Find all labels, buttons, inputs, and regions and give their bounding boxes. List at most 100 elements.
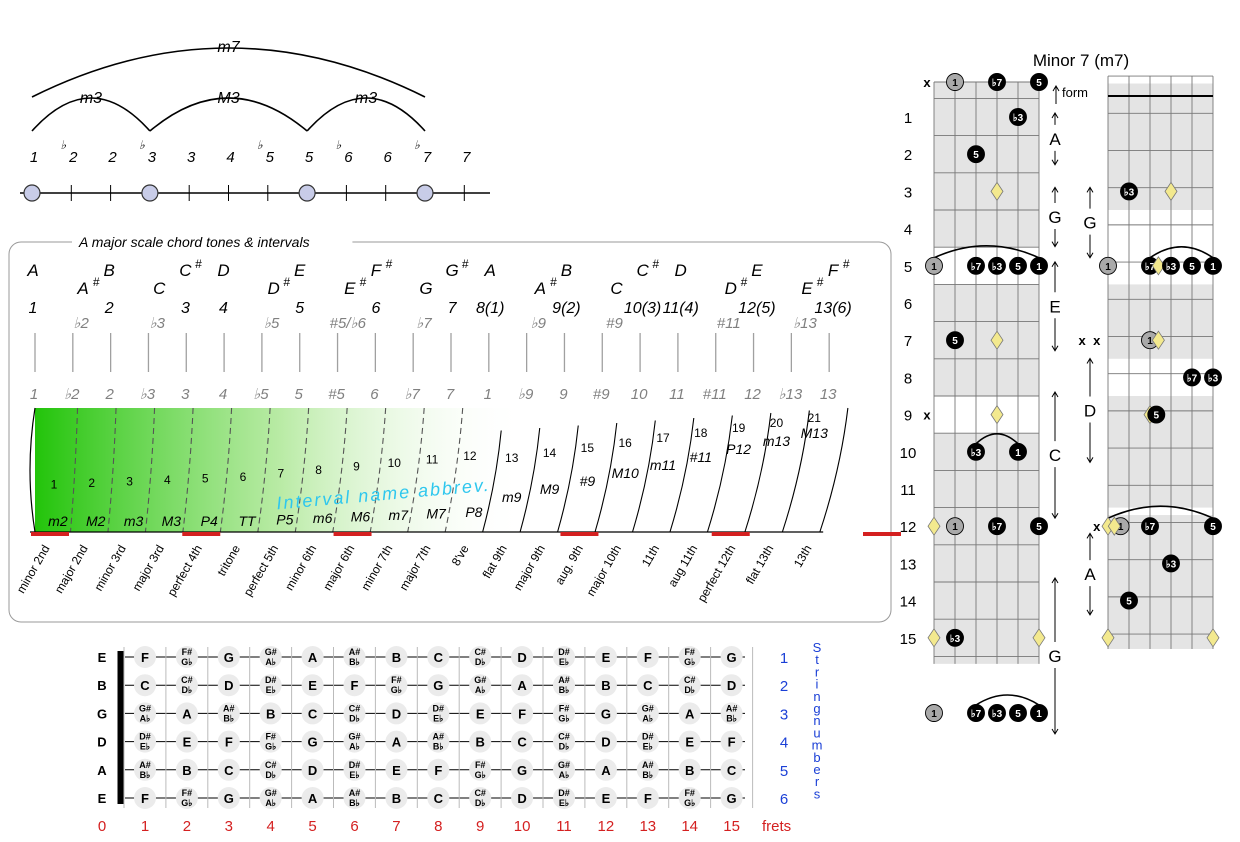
- flat-sign: ♭: [139, 138, 145, 152]
- degree-lower-label: 13: [820, 386, 837, 403]
- note-natural: E: [602, 791, 611, 806]
- left-chord-tone-dot: [967, 256, 985, 275]
- left-diamond-marker: [927, 516, 941, 536]
- note-flat: G♭: [475, 770, 486, 780]
- note-bubble: [259, 787, 282, 809]
- fret-number: 5: [308, 818, 316, 835]
- note-bubble: [594, 758, 617, 781]
- note-natural: G: [727, 650, 737, 665]
- fret-number: 9: [476, 818, 484, 835]
- barre-slur: [975, 694, 1040, 706]
- note-flat: E♭: [643, 742, 653, 752]
- left-muted-string: x: [923, 408, 931, 423]
- note-bubble: [553, 702, 575, 725]
- open-string-name: A: [97, 763, 107, 778]
- degree-lower-label: 4: [219, 386, 227, 403]
- note-natural: F: [351, 678, 359, 693]
- note-natural: C: [434, 791, 444, 806]
- note-name: D: [675, 261, 687, 280]
- sharp-sign: #: [652, 257, 659, 271]
- note-bubble: [175, 730, 198, 753]
- note-name: D: [725, 279, 737, 298]
- interval-abbrev: P12: [726, 441, 751, 457]
- degree-lower-label: 1: [30, 386, 38, 403]
- note-bubble: [720, 702, 743, 725]
- chord-fret-number: 14: [900, 594, 917, 611]
- semitone-number: 4: [164, 473, 171, 487]
- interval-abbrev: m9: [502, 489, 522, 505]
- semitone-curve: [29, 407, 36, 533]
- note-bubble: [217, 646, 240, 668]
- semitone-number: 18: [694, 426, 708, 440]
- note-natural: A: [182, 706, 192, 721]
- note-name: A: [534, 279, 546, 298]
- note-sharp: G#: [265, 788, 277, 798]
- note-sharp: C#: [349, 703, 361, 713]
- note-natural: A: [308, 791, 318, 806]
- semitone-curve: [107, 407, 117, 533]
- left-dot-label: ♭7: [992, 522, 1003, 533]
- scale-degree-label: 5: [305, 149, 314, 166]
- left-dot-label: 5: [973, 150, 979, 161]
- open-string-name: E: [98, 791, 107, 806]
- right-form-arrow-down: [1086, 234, 1094, 259]
- note-sharp: F#: [475, 760, 486, 770]
- left-chord-tone-dot: [988, 704, 1006, 722]
- right-chord-tone-dot: [1183, 368, 1201, 387]
- left-form-letter: E: [1049, 297, 1060, 316]
- flat-sign: ♭: [336, 138, 342, 152]
- fret-number: 14: [681, 818, 698, 835]
- degree-label: #9: [606, 315, 623, 332]
- chord-fret-number: 6: [904, 296, 912, 313]
- sharp-sign: #: [386, 257, 393, 271]
- note-bubble: [301, 646, 324, 668]
- left-form-letter: G: [1048, 208, 1061, 227]
- note-flat: D♭: [349, 713, 360, 723]
- string-number: 6: [780, 791, 788, 808]
- left-dot-label: 1: [931, 709, 937, 720]
- degree-lower-label: 9: [559, 386, 568, 403]
- right-chord-tone-dot: [1147, 405, 1166, 424]
- chord-fret-number: 15: [900, 631, 917, 648]
- semitone-curve: [182, 407, 194, 533]
- semitone-number: 2: [88, 476, 95, 490]
- degree-label: ♭3: [150, 315, 166, 332]
- left-muted-string: x: [923, 75, 931, 90]
- note-natural: D: [224, 678, 233, 693]
- note-bubble: [427, 730, 450, 753]
- note-sharp: F#: [182, 788, 193, 798]
- left-diamond-marker: [990, 330, 1004, 350]
- note-natural: F: [225, 735, 233, 750]
- note-bubble: [134, 787, 156, 809]
- note-bubble: [343, 646, 366, 668]
- note-flat: E♭: [140, 742, 150, 752]
- degree-label: 12(5): [738, 300, 775, 317]
- semitone-number: 13: [505, 451, 519, 465]
- right-diamond-marker: [1107, 516, 1121, 536]
- note-sharp: C#: [474, 788, 486, 798]
- right-dot-label: ♭3: [1124, 187, 1135, 198]
- note-bubble: [594, 730, 617, 753]
- degree-label: ♭13: [793, 315, 817, 332]
- left-dot-label: ♭7: [971, 262, 982, 273]
- semitone-number: 12: [463, 449, 477, 463]
- note-flat: A♭: [642, 713, 653, 723]
- note-flat: E♭: [266, 685, 276, 695]
- left-dot-label: 5: [952, 336, 958, 347]
- note-flat: D♭: [475, 657, 486, 667]
- note-natural: B: [266, 706, 275, 721]
- note-bubble: [678, 674, 701, 697]
- right-dot-label: 1: [1118, 522, 1124, 533]
- degree-label: 11(4): [663, 300, 699, 317]
- note-bubble: [343, 758, 366, 781]
- right-neck-shade: [1108, 515, 1213, 649]
- panel-title-backdrop: [72, 236, 353, 248]
- note-sharp: C#: [474, 647, 486, 657]
- degree-lower-label: 11: [669, 386, 685, 403]
- left-root-dot: [946, 73, 964, 91]
- left-diamond-marker: [1032, 628, 1046, 648]
- note-bubble: [385, 702, 408, 725]
- note-bubble: [594, 674, 617, 697]
- chord-tone-dot: [298, 184, 316, 202]
